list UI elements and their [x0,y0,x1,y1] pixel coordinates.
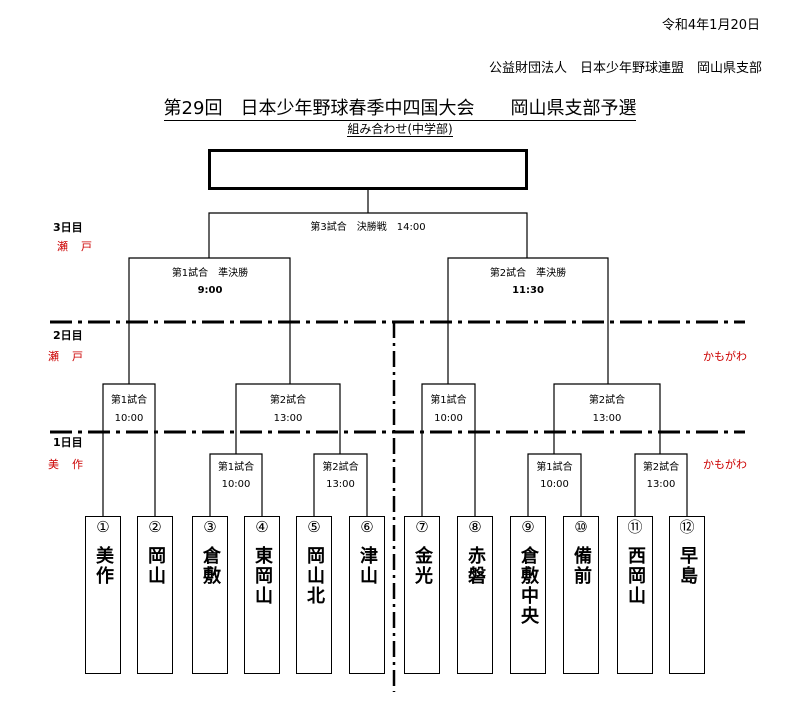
team-name: 東岡山 [252,546,273,606]
d2-left-g2-time: 13:00 [273,413,303,424]
bracket-subtitle: 組み合わせ(中学部) [0,120,800,137]
d1-left-g2-bracket [313,453,368,516]
d1-right-g1-time: 10:00 [540,479,569,490]
team-name: 赤磐 [465,546,486,586]
team-number: ⑥ [360,518,374,536]
team-number: ⑩ [574,518,588,536]
d1-left-g1-time: 10:00 [221,479,251,490]
team-number: ② [148,518,162,536]
team-box: ③ 倉敷 [192,516,228,674]
d2-left-g2-bracket [235,383,341,454]
team-box: ⑧ 赤磐 [457,516,493,674]
semi1-time: 9:00 [197,285,223,296]
team-box: ① 美作 [85,516,121,674]
d1-right-g1-bracket [527,453,582,516]
team-name: 美作 [93,546,114,586]
semi2-label: 第2試合 準決勝 [489,268,567,279]
d1-left-g2-label: 第2試合 [322,462,359,473]
day1-venue-right: かもがわ [703,458,747,471]
d2-right-g2-time: 13:00 [592,413,622,424]
team-name: 金光 [412,546,433,586]
d1-left-g1-bracket [209,453,263,516]
day1-label: 1日目 [53,436,83,449]
d1-right-g2-time: 13:00 [646,479,676,490]
document-date: 令和4年1月20日 [661,18,760,33]
d2-right-g1-time: 10:00 [434,413,463,424]
d2-right-g1-label: 第1試合 [430,395,467,406]
bracket-subtitle-text: 組み合わせ(中学部) [347,122,453,137]
team-box: ⑫ 早島 [669,516,705,674]
team-name: 早島 [677,546,698,586]
day2-venue-right: かもがわ [703,350,747,363]
team-number: ③ [203,518,217,536]
team-name: 津山 [357,546,378,586]
day3-label: 3日目 [53,221,83,234]
d1-left-g1-label: 第1試合 [217,462,255,473]
team-box: ⑩ 備前 [563,516,599,674]
d2-left-g1-time: 10:00 [114,413,144,424]
team-box: ⑪ 西岡山 [617,516,653,674]
semi1-bracket [128,257,291,384]
team-box: ⑥ 津山 [349,516,385,674]
day1-venue: 美 作 [48,458,84,471]
team-number: ① [96,518,110,536]
final-game-label: 第3試合 決勝戦 14:00 [310,222,426,233]
team-box: ⑨ 倉敷中央 [510,516,546,674]
tournament-title: 第29回 日本少年野球春季中四国大会 岡山県支部予選 [0,94,800,121]
d1-right-g2-bracket [634,453,688,516]
team-name: 西岡山 [625,546,646,606]
team-name: 倉敷 [200,546,221,586]
team-name: 倉敷中央 [518,546,539,626]
d2-left-g1-label: 第1試合 [110,395,148,406]
team-number: ⑧ [468,518,482,536]
champion-box [208,149,528,190]
d2-right-g2-bracket [553,383,661,454]
team-name: 備前 [571,546,592,586]
d2-left-g1-bracket [102,383,156,516]
team-number: ⑫ [679,518,695,536]
tournament-title-text: 第29回 日本少年野球春季中四国大会 岡山県支部予選 [163,98,637,121]
team-number: ⑦ [415,518,429,536]
team-number: ⑪ [627,518,643,536]
day2-venue: 瀬 戸 [48,350,84,363]
team-number: ⑤ [307,518,321,536]
organization-name: 公益財団法人 日本少年野球連盟 岡山県支部 [488,61,762,76]
semi2-time: 11:30 [512,285,544,296]
day2-label: 2日目 [53,329,83,342]
d2-left-g2-label: 第2試合 [269,395,307,406]
d2-right-g1-bracket [421,383,476,516]
team-box: ④ 東岡山 [244,516,280,674]
semi2-bracket [447,257,609,384]
team-name: 岡山北 [304,546,325,606]
semi1-label: 第1試合 準決勝 [171,268,249,279]
d1-left-g2-time: 13:00 [326,479,355,490]
team-box: ② 岡山 [137,516,173,674]
team-number: ⑨ [521,518,535,536]
team-number: ④ [255,518,269,536]
day3-venue: 瀬 戸 [57,240,93,253]
team-box: ⑦ 金光 [404,516,440,674]
d1-right-g1-label: 第1試合 [536,462,573,473]
d1-right-g2-label: 第2試合 [642,462,680,473]
d2-right-g2-label: 第2試合 [588,395,626,406]
team-name: 岡山 [145,546,166,586]
team-box: ⑤ 岡山北 [296,516,332,674]
